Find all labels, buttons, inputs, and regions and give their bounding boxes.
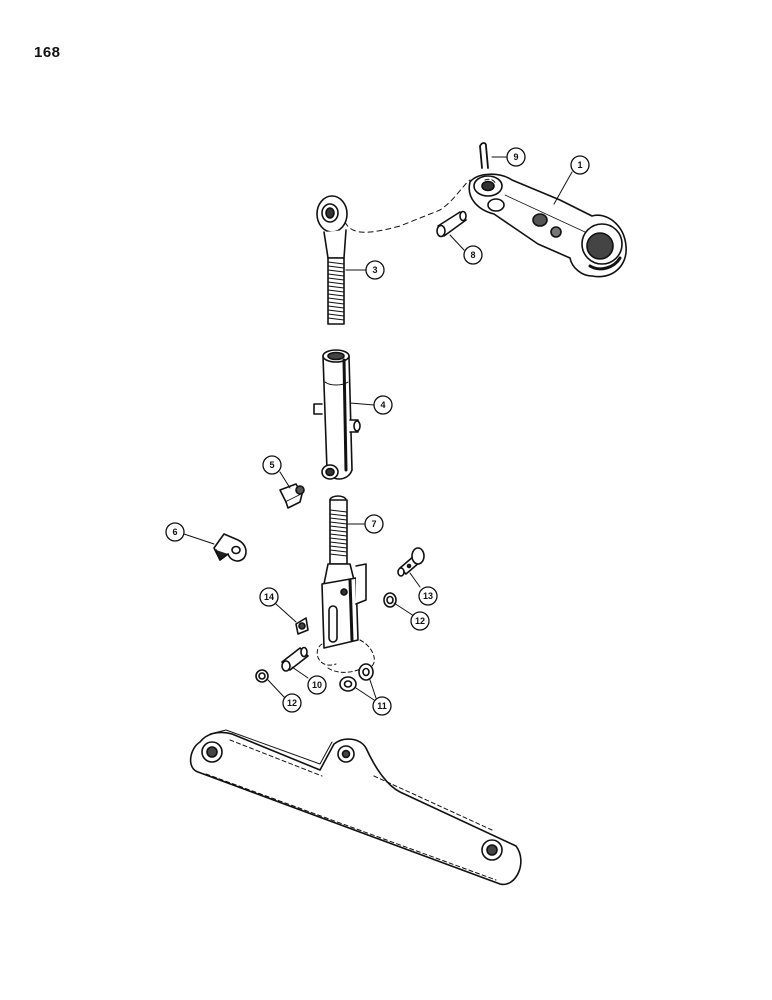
- clevis-pin-part: [397, 547, 425, 577]
- callout-bubble: [165, 522, 185, 542]
- leader-line: [393, 602, 415, 617]
- pin-part: [281, 646, 309, 672]
- callout-bubble: [365, 260, 385, 280]
- callout-bubble: [259, 587, 279, 607]
- callout-label-1: 1: [577, 160, 582, 170]
- callout-bubble: [372, 696, 392, 716]
- callout-bubble: [373, 395, 393, 415]
- callout-label-4: 4: [380, 400, 385, 410]
- leader-line: [183, 533, 215, 545]
- clevis-yoke-part: [321, 495, 367, 649]
- pin-part: [436, 210, 467, 238]
- callout-label-12-left: 12: [287, 698, 297, 708]
- cotter-pin-part: [479, 142, 489, 169]
- leader-line: [409, 572, 421, 588]
- assembly-line: [484, 178, 497, 185]
- washer-part: [383, 592, 397, 608]
- callout-bubble: [282, 693, 302, 713]
- callout-bubble: [307, 675, 327, 695]
- threaded-rod-end-part: [316, 195, 348, 325]
- leader-line: [279, 471, 291, 489]
- callout-label-14: 14: [264, 592, 274, 602]
- callout-label-11: 11: [377, 701, 387, 711]
- washer-part: [255, 669, 269, 683]
- grease-fitting-part: [279, 483, 305, 509]
- leader-line: [291, 666, 309, 679]
- callout-bubble: [262, 455, 282, 475]
- callout-label-10: 10: [312, 680, 322, 690]
- assembly-line: [327, 663, 369, 673]
- callout-label-9: 9: [513, 152, 518, 162]
- lower-link-part: [189, 729, 522, 886]
- assembly-line: [359, 639, 375, 667]
- callout-label-13: 13: [423, 591, 433, 601]
- callout-label-7: 7: [371, 519, 376, 529]
- retainer-clip-part: [295, 617, 309, 635]
- leader-line: [349, 402, 375, 406]
- lift-arm-part: [468, 173, 627, 278]
- callout-bubble: [463, 245, 483, 265]
- leader-line: [275, 603, 297, 623]
- leader-line: [267, 679, 285, 698]
- callout-label-5: 5: [269, 460, 274, 470]
- callout-label-8: 8: [470, 250, 475, 260]
- callout-bubble: [364, 514, 384, 534]
- callout-bubble: [506, 147, 526, 167]
- callout-bubble: [410, 611, 430, 631]
- bracket-clip-part: [213, 533, 247, 562]
- washers-part: [339, 663, 374, 692]
- callout-bubble: [570, 155, 590, 175]
- callout-label-3: 3: [372, 265, 377, 275]
- leader-line: [355, 679, 377, 701]
- page-number: 168: [34, 44, 61, 61]
- adjusting-tube-part: [313, 349, 361, 480]
- leader-line: [449, 234, 465, 251]
- assembly-line: [316, 643, 337, 666]
- callout-label-6: 6: [172, 527, 177, 537]
- callout-label-12-right: 12: [415, 616, 425, 626]
- callout-bubble: [418, 586, 438, 606]
- leader-line: [553, 171, 573, 205]
- assembly-line: [344, 179, 471, 233]
